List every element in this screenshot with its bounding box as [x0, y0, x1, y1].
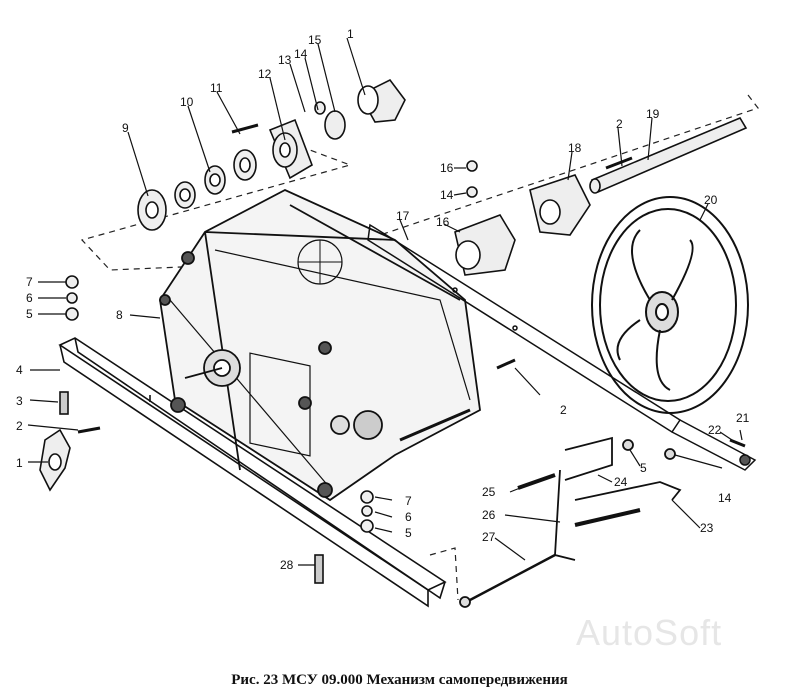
label-6-lower: 6	[405, 510, 412, 524]
label-2-shaft: 2	[616, 117, 623, 131]
label-20: 20	[704, 193, 718, 207]
label-13: 13	[278, 53, 292, 67]
label-3: 3	[16, 394, 23, 408]
label-6-left: 6	[26, 291, 33, 305]
label-28: 28	[280, 558, 294, 572]
label-2-left: 2	[16, 419, 23, 433]
right-shaft-parts	[454, 116, 748, 370]
label-8: 8	[116, 308, 123, 322]
label-19: 19	[646, 107, 660, 121]
part-labels: 1 1 2 2 2 3 4 5 5 5 6 6 7 7 8 9 10 11 12…	[16, 27, 750, 572]
label-16: 16	[440, 161, 454, 175]
label-14-right: 14	[718, 491, 732, 505]
lower-frame-rail	[58, 337, 447, 608]
label-15-top: 15	[308, 33, 322, 47]
label-12: 12	[258, 67, 272, 81]
label-7-left: 7	[26, 275, 33, 289]
label-5-left: 5	[26, 307, 33, 321]
label-1-top: 1	[347, 27, 354, 41]
label-23-lower: 23	[700, 521, 714, 535]
assembly-axis-lines	[80, 94, 759, 601]
label-10: 10	[180, 95, 194, 109]
label-2-pin: 2	[560, 403, 567, 417]
label-1-left: 1	[16, 456, 23, 470]
left-loose-parts	[39, 275, 374, 584]
label-14-mid: 14	[440, 188, 454, 202]
upper-frame-bar	[367, 223, 757, 471]
lever-mechanism	[459, 436, 746, 608]
leader-lines	[27, 37, 743, 566]
label-5-right: 5	[640, 461, 647, 475]
label-7-lower: 7	[405, 494, 412, 508]
label-24: 24	[614, 475, 628, 489]
label-21: 21	[736, 411, 750, 425]
upper-shaft-parts	[137, 78, 406, 231]
gearbox-housing	[159, 188, 481, 502]
label-25: 25	[482, 485, 496, 499]
v-belt-pulley	[591, 196, 749, 414]
label-9: 9	[122, 121, 129, 135]
figure-caption: Рис. 23 МСУ 09.000 Механизм самопередвиж…	[231, 672, 568, 688]
label-4: 4	[16, 363, 23, 377]
label-18: 18	[568, 141, 582, 155]
label-26: 26	[482, 508, 496, 522]
label-27: 27	[482, 530, 496, 544]
watermark: AutoSoft	[576, 612, 723, 653]
label-17: 17	[396, 209, 410, 223]
label-11: 11	[210, 81, 223, 95]
label-22: 22	[708, 423, 722, 437]
label-15-mid: 16	[436, 215, 450, 229]
label-5-lower: 5	[405, 526, 412, 540]
label-14-top: 14	[294, 47, 308, 61]
